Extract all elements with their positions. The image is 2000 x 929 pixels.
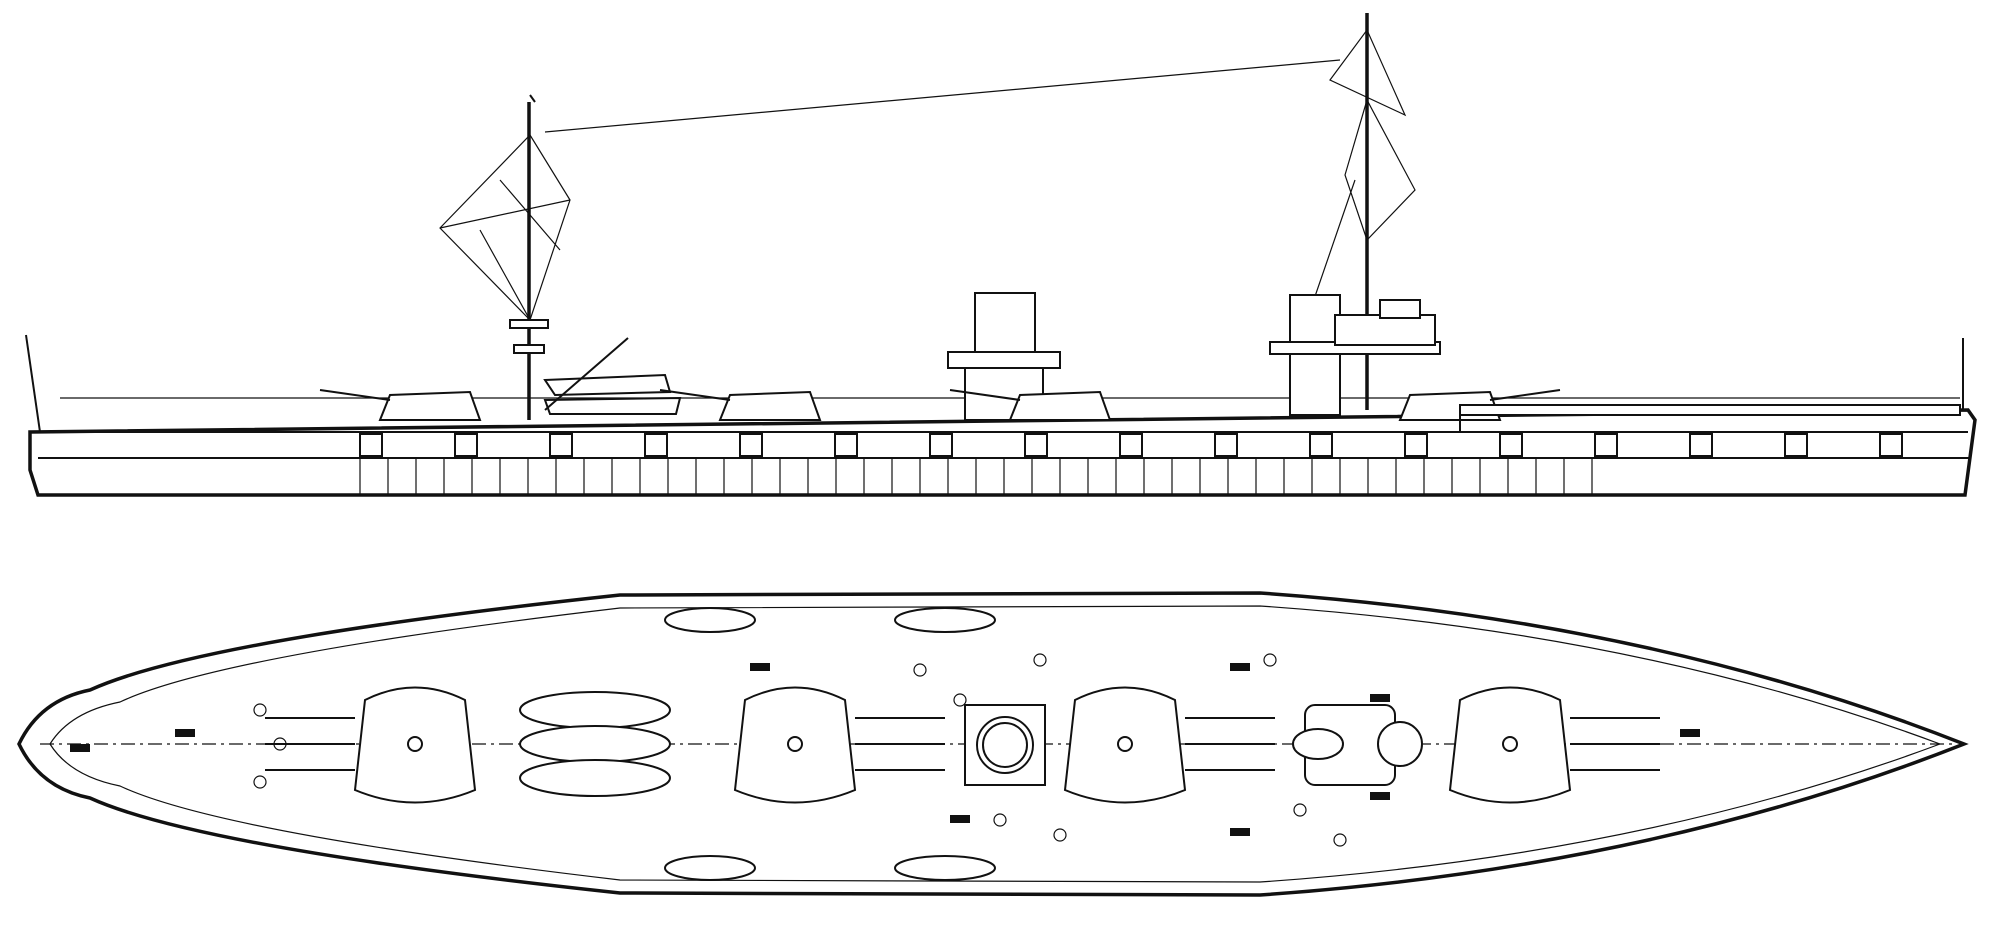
bollard [1230,828,1250,836]
gun-barrel [659,389,731,401]
casemate [1879,433,1903,457]
ventilator [273,737,287,751]
casemate [1784,433,1808,457]
bollard [1370,694,1390,702]
casemate [739,433,763,457]
deck-outline [17,591,1969,897]
boats-and-crane [543,337,682,415]
casemate [929,433,953,457]
ventilator [913,663,927,677]
turret-plan [1063,686,1187,804]
ventilator [993,813,1007,827]
casemate [1214,433,1238,457]
bollard [175,729,195,737]
bollard [950,815,970,823]
gun-barrel [319,389,391,401]
profile-view [25,13,1977,497]
casemate [1024,433,1048,457]
superstructure-rear [1459,404,1961,432]
ventilator [1033,653,1047,667]
bridge-plan [1292,704,1423,786]
gun-barrel [949,389,1021,401]
casemate [1594,433,1618,457]
casemate [1404,433,1428,457]
bollard [1370,792,1390,800]
turret-hatch [787,736,803,752]
armor-belt-panels [359,458,1593,495]
casemate [454,433,478,457]
casemate [1309,433,1333,457]
casemate [549,433,573,457]
ventilator [253,703,267,717]
ventilator [253,775,267,789]
turret-profile [718,390,822,421]
bollard [1230,663,1250,671]
aft-mast [439,59,1341,420]
plan-view [17,591,1969,897]
casemate [359,433,383,457]
turret-hatch [407,736,423,752]
ventilator [1293,803,1307,817]
turrets-plan [265,686,1660,804]
bollard [70,744,90,752]
casemate [1689,433,1713,457]
turret-profile [1008,390,1112,421]
ventilator [953,693,967,707]
turret-plan [1448,686,1572,804]
turret-profile [378,390,482,421]
casemate [834,433,858,457]
deck-fittings [70,653,1700,847]
casemate [1499,433,1523,457]
bollard [1680,729,1700,737]
ventilator [1263,653,1277,667]
turret-hatch [1117,736,1133,752]
turret-profiles [319,389,1903,457]
ventilator [1333,833,1347,847]
ventilator [1053,828,1067,842]
turret-plan [353,686,477,804]
casemate [644,433,668,457]
turret-hatch [1502,736,1518,752]
bollard [750,663,770,671]
casemate [1119,433,1143,457]
turret-plan [733,686,857,804]
funnel-plan [964,704,1046,786]
boats-plan [519,607,996,881]
fore-mast [1269,13,1441,416]
gun-barrel [1489,389,1561,401]
